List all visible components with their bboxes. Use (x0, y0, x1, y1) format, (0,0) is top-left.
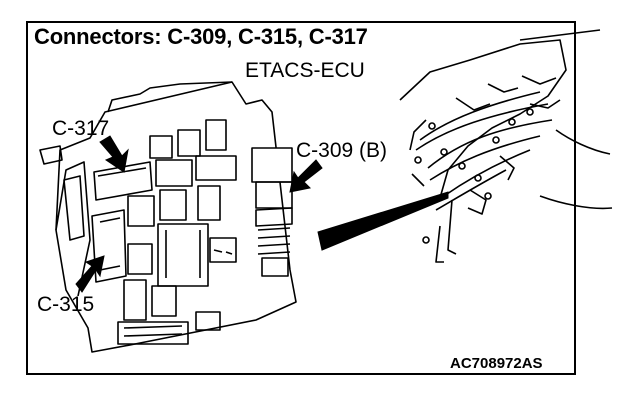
label-c317: C-317 (52, 117, 110, 140)
label-etacs-ecu: ETACS-ECU (245, 59, 365, 82)
pointer-wedge (317, 191, 449, 251)
figure-title: Connectors: C-309, C-315, C-317 (34, 24, 368, 49)
bottom-connector (117, 321, 189, 345)
harness-outline (399, 39, 567, 199)
ecu-tab-left (39, 145, 63, 165)
socket-3 (205, 119, 227, 151)
connector-c309 (251, 147, 293, 183)
ecu-side-slot (63, 175, 85, 241)
arrow-c317 (99, 135, 129, 173)
arrow-c309 (289, 159, 323, 193)
socket-5 (195, 155, 237, 181)
ecu-top-ridge (107, 81, 233, 113)
label-c309: C-309 (B) (296, 139, 388, 162)
connector-c317 (93, 161, 153, 201)
socket-4 (155, 159, 193, 187)
relay-block (157, 223, 209, 287)
socket-1 (149, 135, 173, 159)
arrow-c315 (75, 255, 105, 293)
label-c315: C-315 (37, 293, 95, 316)
figure-code: AC708972AS (450, 355, 543, 372)
socket-2 (177, 129, 201, 157)
ecu-side-face (55, 161, 91, 297)
